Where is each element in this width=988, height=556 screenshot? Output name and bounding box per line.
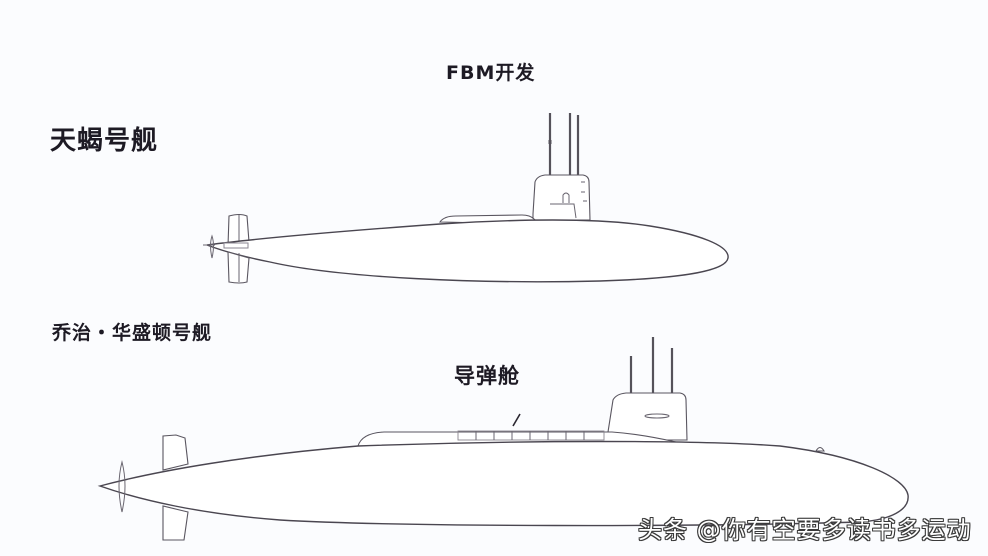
missile-compartment-callout: 导弹舱 (454, 364, 520, 388)
diagram-title: FBM开发 (446, 62, 536, 84)
gw-masts (629, 337, 674, 393)
gw-sail (607, 392, 688, 441)
missile-callout-leader (512, 413, 521, 427)
submarine-george-washington-drawing (97, 337, 909, 541)
submarine-label-skipjack: 天蝎号舰 (50, 126, 159, 156)
skipjack-propeller (210, 234, 214, 259)
skipjack-sail (532, 174, 591, 221)
gw-upper-fin (162, 434, 189, 471)
missile-hatches (457, 430, 605, 441)
submarine-label-george-washington: 乔治・华盛顿号舰 (52, 322, 213, 344)
gw-propeller (118, 460, 126, 513)
skipjack-masts (548, 113, 580, 176)
skipjack-hull (206, 219, 729, 283)
submarine-skipjack-drawing (203, 113, 729, 284)
gw-lower-fin (162, 505, 189, 541)
gw-hull (97, 440, 909, 527)
watermark: 头条 @你有空要多读书多运动 (638, 516, 972, 544)
